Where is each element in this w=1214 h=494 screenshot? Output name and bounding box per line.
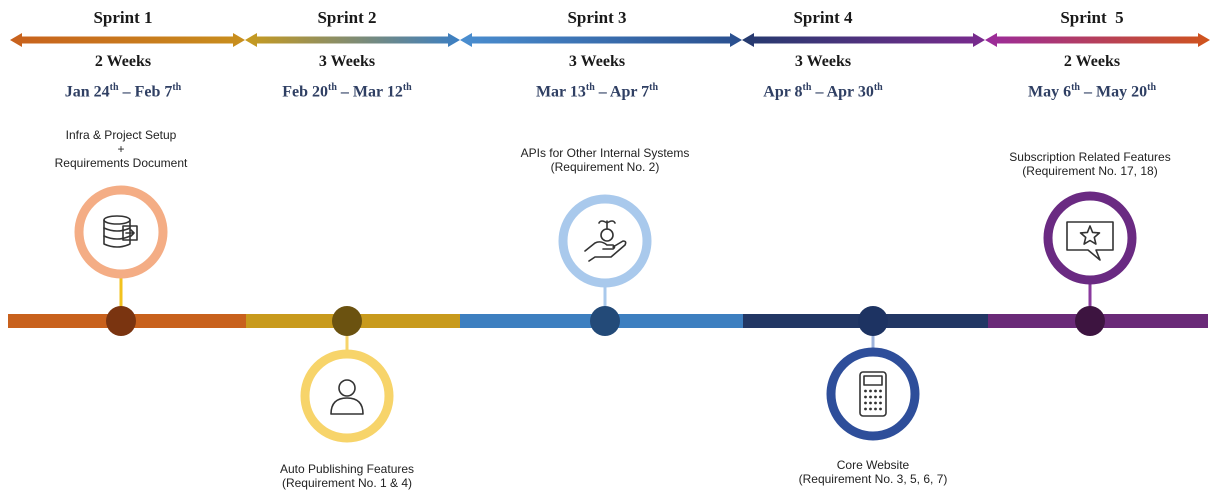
sprint-date-range: Mar 13th – Apr 7th (535, 82, 659, 101)
milestone (1043, 191, 1137, 336)
date-end-sup: th (873, 82, 883, 93)
milestone-label-line: (Requirement No. 1 & 4) (281, 476, 413, 490)
milestone-ring (74, 185, 168, 279)
sprint-date-range: Apr 8th – Apr 30th (763, 82, 883, 101)
star-speech-icon (1066, 221, 1114, 261)
sprint-title: Sprint 5 (1060, 8, 1124, 27)
milestone-label: Auto Publishing Features(Requirement No.… (217, 462, 477, 490)
sprint-arrow (985, 33, 1210, 47)
milestone (74, 185, 168, 336)
milestone-label-line: + (117, 142, 125, 156)
date-end: Apr 30 (826, 83, 874, 101)
milestone (558, 194, 652, 336)
sprint-date-range: Jan 24th – Feb 7th (64, 82, 182, 101)
date-end: Feb 7 (134, 83, 173, 101)
milestone-label-line: APIs for Other Internal Systems (520, 146, 690, 160)
date-start: Jan 24 (64, 83, 110, 101)
milestone-label-line: Auto Publishing Features (279, 462, 415, 476)
sprint-duration: 3 Weeks (318, 53, 376, 70)
sprint-duration: 3 Weeks (568, 53, 626, 70)
milestone (300, 306, 394, 443)
sprint-arrow (460, 33, 742, 47)
sprint-title: Sprint 1 (93, 8, 153, 27)
sprint-duration: 2 Weeks (1063, 53, 1121, 70)
sprint-arrow (10, 33, 245, 47)
milestone-dot (106, 306, 136, 336)
sprint-title: Sprint 2 (317, 8, 377, 27)
date-start-sup: th (109, 82, 119, 93)
date-start-sup: th (585, 82, 595, 93)
date-start: Apr 8 (763, 83, 803, 101)
milestone-label-line: Infra & Project Setup (65, 128, 177, 142)
date-start: Mar 13 (535, 83, 586, 101)
milestone-label-line: Requirements Document (54, 156, 188, 170)
date-end: May 20 (1096, 83, 1148, 101)
sprint-date-range: Feb 20th – Mar 12th (282, 82, 412, 101)
milestone-dot (332, 306, 362, 336)
date-end: Apr 7 (609, 83, 650, 101)
database-export-icon (103, 215, 138, 248)
milestone-dot (1075, 306, 1105, 336)
date-start-sup: th (1071, 82, 1080, 93)
hand-coin-icon (584, 220, 627, 262)
milestone-label: Infra & Project Setup+Requirements Docum… (0, 128, 251, 170)
milestone-label-line: (Requirement No. 2) (550, 160, 660, 174)
milestone-dot (858, 306, 888, 336)
sprint-title: Sprint 4 (793, 8, 853, 27)
date-end-sup: th (172, 82, 182, 93)
user-icon (330, 379, 364, 415)
milestone-label-line: (Requirement No. 3, 5, 6, 7) (798, 472, 948, 486)
date-start-sup: th (328, 82, 337, 93)
date-end-sup: th (402, 82, 412, 93)
date-end: Mar 12 (352, 83, 403, 101)
sprint-duration: 3 Weeks (794, 53, 852, 70)
date-end-sup: th (649, 82, 659, 93)
calculator-icon (859, 371, 887, 417)
milestone-label-line: (Requirement No. 17, 18) (1022, 164, 1158, 178)
milestone (826, 306, 920, 441)
sprint-arrow (742, 33, 985, 47)
milestone-label: Core Website(Requirement No. 3, 5, 6, 7) (743, 458, 1003, 486)
milestone-ring (1043, 191, 1137, 285)
date-start-sup: th (802, 82, 812, 93)
milestone-label: APIs for Other Internal Systems(Requirem… (475, 146, 735, 174)
sprint-duration: 2 Weeks (94, 53, 152, 70)
date-start: Feb 20 (282, 83, 329, 101)
sprint-title: Sprint 3 (567, 8, 627, 27)
milestone-dot (590, 306, 620, 336)
sprint-date-range: May 6th – May 20th (1027, 82, 1157, 101)
milestone-label-line: Core Website (836, 458, 910, 472)
sprint-arrow (245, 33, 460, 47)
date-start: May 6 (1027, 83, 1072, 101)
date-end-sup: th (1147, 82, 1157, 93)
milestone-label-line: Subscription Related Features (1009, 150, 1171, 164)
milestone-label: Subscription Related Features(Requiremen… (960, 150, 1214, 178)
milestones (74, 185, 1137, 443)
sprint-arrows (10, 33, 1210, 47)
milestone-ring (826, 347, 920, 441)
